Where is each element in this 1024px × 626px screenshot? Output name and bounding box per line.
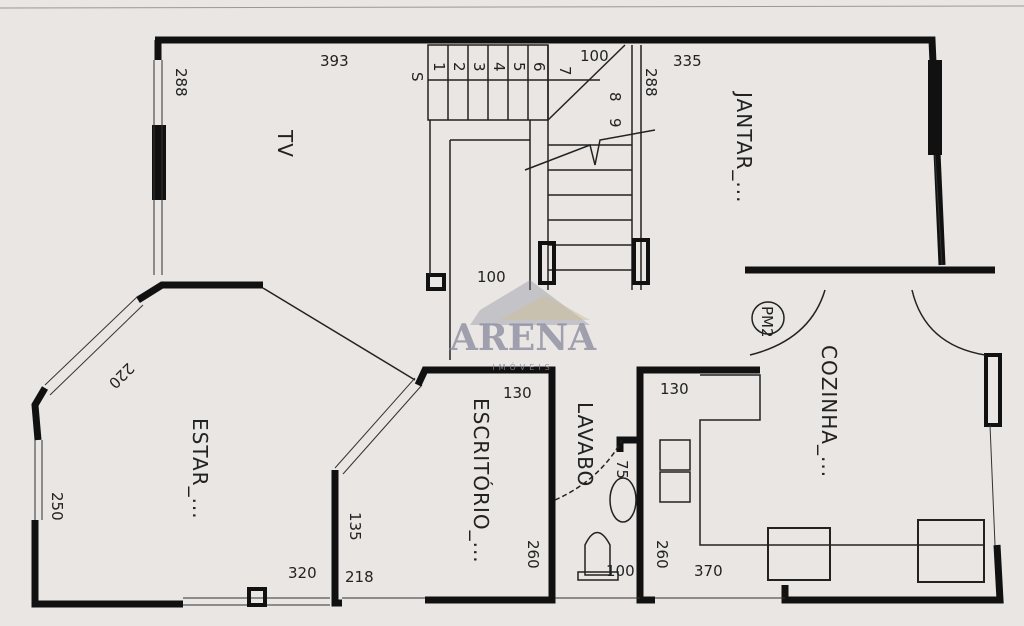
dim-tv-width: 393 <box>320 52 349 70</box>
dim-jantar-width: 335 <box>673 52 702 70</box>
dim-estar-side: 250 <box>48 492 66 521</box>
dim-cozinha-length: 260 <box>653 540 671 569</box>
stair-step-number: 2 <box>450 62 468 72</box>
room-label-escritorio: ESCRITÓRIO_... <box>469 398 493 564</box>
stair-step-number: 9 <box>606 118 624 128</box>
room-label-cozinha: COZINHA_... <box>817 345 841 478</box>
dim-escritorio-length: 260 <box>524 540 542 569</box>
dim-stair-depth: 288 <box>642 68 660 97</box>
dim-estar-width: 320 <box>288 564 317 582</box>
dim-escritorio-width: 218 <box>345 568 374 586</box>
dim-cozinha-depth: 130 <box>660 380 689 398</box>
door-tag-pm2: PM2 <box>751 301 785 338</box>
logo-text: ARENA <box>449 317 597 359</box>
stair-step-number: 1 <box>430 62 448 72</box>
dim-escritorio-diag: 135 <box>346 512 364 541</box>
dim-lavabo-width: 100 <box>606 562 635 580</box>
logo-subtext: IMÓVEIS <box>492 361 553 372</box>
walls <box>31 36 1004 608</box>
stair-step-number: 5 <box>510 62 528 72</box>
room-label-jantar: JANTAR_... <box>732 90 756 204</box>
stair-step-number: 3 <box>470 62 488 72</box>
stair-start-label: S <box>408 72 426 82</box>
dim-escritorio-depth: 130 <box>503 384 532 402</box>
dim-lavabo-door: 75 <box>613 460 631 479</box>
stair-step-number: 7 <box>556 66 574 76</box>
dim-cozinha-width: 370 <box>694 562 723 580</box>
room-label-lavabo: LAVABO <box>573 402 597 487</box>
stair-step-number: 8 <box>606 92 624 102</box>
dim-hall-width: 100 <box>477 268 506 286</box>
stair-step-number: 6 <box>530 62 548 72</box>
room-label-tv: TV <box>273 129 297 158</box>
stair-step-number: 4 <box>490 62 508 72</box>
dim-tv-depth: 288 <box>172 68 190 97</box>
svg-text:PM2: PM2 <box>758 306 776 338</box>
room-label-estar: ESTAR_... <box>188 418 212 520</box>
arena-logo-watermark: ARENA IMÓVEIS <box>449 280 597 372</box>
dim-stair-width: 100 <box>580 47 609 65</box>
